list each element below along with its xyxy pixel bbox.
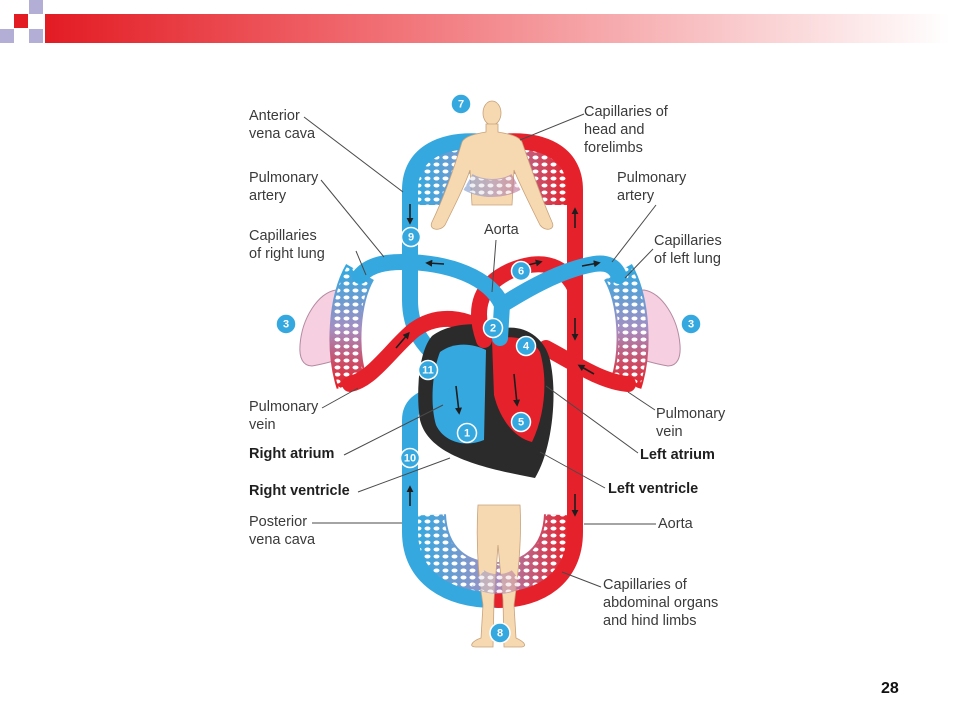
label-right-atrium: Right atrium xyxy=(249,446,335,462)
label-left-atrium: Left atrium xyxy=(640,447,715,463)
step-marker-11: 11 xyxy=(417,359,439,381)
leader-aorta-top xyxy=(491,239,497,293)
step-marker-2-label: 2 xyxy=(490,323,496,335)
flow-arrow xyxy=(395,331,410,349)
step-marker-1: 1 xyxy=(456,422,478,444)
leader-left-atrium xyxy=(545,385,639,454)
header-square xyxy=(29,29,43,43)
leader-lines xyxy=(303,113,657,588)
step-marker-2: 2 xyxy=(482,317,504,339)
flow-arrows xyxy=(395,204,601,517)
step-marker-5: 5 xyxy=(510,411,532,433)
leader-pulmonary-vein-left xyxy=(321,387,359,409)
label-capillaries-abdominal-hind-limbs: Capillaries of abdominal organs and hind… xyxy=(603,577,719,629)
step-marker-7-label: 7 xyxy=(458,99,464,111)
step-marker-10-label: 10 xyxy=(404,453,416,465)
label-pulmonary-vein-right: Pulmonary vein xyxy=(656,406,726,440)
label-pulmonary-vein-left: Pulmonary vein xyxy=(249,399,319,433)
leader-capillaries-head xyxy=(519,113,585,141)
leader-right-ventricle xyxy=(357,457,451,493)
flow-arrow xyxy=(577,364,595,375)
pulmonary-vein-left xyxy=(342,310,502,392)
label-right-ventricle: Right ventricle xyxy=(249,483,350,499)
page-number: 28 xyxy=(881,680,899,697)
header-gradient-bar xyxy=(45,14,950,43)
step-marker-4: 4 xyxy=(515,335,537,357)
step-marker-3-left: 3 xyxy=(275,313,297,335)
step-marker-7: 7 xyxy=(450,93,472,115)
step-marker-3-right: 3 xyxy=(680,313,702,335)
label-pulmonary-artery-right: Pulmonary artery xyxy=(617,170,687,204)
leader-capillaries-left-lung xyxy=(624,248,654,279)
leader-capillaries-abdominal xyxy=(561,571,602,588)
label-capillaries-head-forelimbs: Capillaries of head and forelimbs xyxy=(584,104,668,156)
header-square xyxy=(29,0,43,14)
label-anterior-vena-cava: Anterior vena cava xyxy=(249,108,316,142)
header-square-red xyxy=(14,14,28,28)
step-marker-10: 10 xyxy=(399,447,421,469)
label-capillaries-right-lung: Capillaries of right lung xyxy=(249,228,325,262)
leader-capillaries-right-lung xyxy=(355,250,367,276)
pulmonary-artery-left-branch xyxy=(352,254,510,346)
step-marker-8-label: 8 xyxy=(497,628,503,640)
anterior-vena-cava xyxy=(402,133,493,368)
step-marker-8: 8 xyxy=(489,622,511,644)
leader-right-atrium xyxy=(343,404,444,456)
leader-pulmonary-artery-left xyxy=(320,179,385,258)
aorta-descending xyxy=(490,133,583,608)
step-marker-9: 9 xyxy=(400,226,422,248)
leader-left-ventricle xyxy=(539,451,606,489)
step-marker-4-label: 4 xyxy=(523,341,530,353)
heart xyxy=(418,324,554,478)
label-pulmonary-artery-left: Pulmonary artery xyxy=(249,170,319,204)
leader-pulmonary-vein-right xyxy=(627,391,656,411)
step-marker-3-left-label: 3 xyxy=(283,319,289,331)
label-left-ventricle: Left ventricle xyxy=(608,481,699,497)
step-marker-9-label: 9 xyxy=(408,232,414,244)
right-heart-chambers xyxy=(432,344,486,444)
left-heart-chambers xyxy=(492,337,545,442)
upper-body-figure xyxy=(430,100,554,230)
lower-body-figure xyxy=(471,504,526,648)
flow-arrow xyxy=(425,259,445,267)
step-marker-6: 6 xyxy=(510,260,532,282)
label-posterior-vena-cava: Posterior vena cava xyxy=(249,514,316,548)
step-marker-1-label: 1 xyxy=(464,428,470,440)
leader-pulmonary-artery-right xyxy=(611,204,657,263)
flow-arrow xyxy=(513,373,521,407)
label-aorta-right: Aorta xyxy=(658,516,693,532)
step-marker-5-label: 5 xyxy=(518,417,524,429)
capillaries-left-lung xyxy=(603,264,649,389)
leader-anterior-vena-cava xyxy=(303,116,404,193)
flow-arrow xyxy=(455,385,462,415)
label-capillaries-left-lung: Capillaries of left lung xyxy=(654,233,722,267)
flow-arrow xyxy=(581,260,601,268)
capillaries-right-lung xyxy=(329,264,375,389)
step-marker-6-label: 6 xyxy=(518,266,524,278)
step-marker-3-right-label: 3 xyxy=(688,319,694,331)
step-marker-11-label: 11 xyxy=(422,365,434,377)
header-square xyxy=(0,29,14,43)
label-aorta-top: Aorta xyxy=(484,222,519,238)
